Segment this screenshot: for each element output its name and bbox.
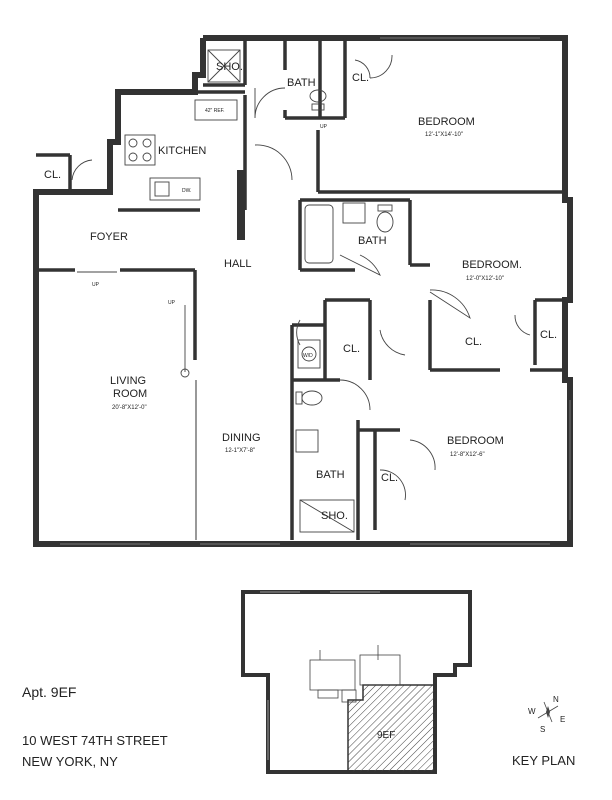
living-room-label: LIVING bbox=[110, 375, 146, 387]
washer-dryer-label: W/D bbox=[303, 353, 313, 359]
foyer-label: FOYER bbox=[90, 231, 128, 243]
bedroom-label: BEDROOM. bbox=[462, 259, 522, 271]
key-plan: 9EF bbox=[241, 590, 472, 774]
bedroom-label: BEDROOM bbox=[447, 435, 504, 447]
room-labels: SHO. BATH CL. BEDROOM 12'-1"X14'-10" 42"… bbox=[44, 61, 557, 522]
living-room-label: ROOM bbox=[113, 388, 147, 400]
key-plan-unit-label: 9EF bbox=[377, 730, 395, 741]
closet-label: CL. bbox=[540, 329, 557, 341]
dining-dimension: 12-1"X7'-8" bbox=[225, 448, 255, 454]
foyer-closet-label: CL. bbox=[44, 169, 61, 181]
unit-9ef-highlight bbox=[347, 684, 436, 773]
closet-label: CL. bbox=[343, 343, 360, 355]
key-plan-title: KEY PLAN bbox=[512, 753, 576, 768]
closet-label: CL. bbox=[381, 472, 398, 484]
kitchen-label: KITCHEN bbox=[158, 145, 206, 157]
up-label: UP bbox=[92, 282, 100, 288]
closet-label: CL. bbox=[465, 336, 482, 348]
up-label: UP bbox=[168, 300, 176, 306]
up-label: UP bbox=[320, 124, 328, 130]
exterior-walls bbox=[33, 35, 573, 547]
address-line-2: NEW YORK, NY bbox=[22, 754, 118, 769]
living-room-dimension: 20'-8"X12'-0" bbox=[112, 405, 147, 411]
wall-column bbox=[237, 170, 245, 240]
bedroom-label: BEDROOM bbox=[418, 116, 475, 128]
compass-rose: N W E S bbox=[528, 695, 565, 734]
address-line-1: 10 WEST 74TH STREET bbox=[22, 733, 168, 748]
bedroom-dimension: 12'-0"X12'-10" bbox=[466, 276, 504, 282]
dining-label: DINING bbox=[222, 432, 261, 444]
dishwasher-label: DW. bbox=[182, 188, 191, 194]
hall-label: HALL bbox=[224, 258, 252, 270]
shower-label: SHO. bbox=[216, 61, 243, 73]
window-marks bbox=[60, 37, 571, 545]
compass-west: W bbox=[528, 707, 536, 716]
bedroom-dimension: 12'-1"X14'-10" bbox=[425, 132, 463, 138]
bedroom-dimension: 12'-8"X12'-6" bbox=[450, 452, 485, 458]
bath-label: BATH bbox=[316, 469, 345, 481]
fixtures bbox=[124, 49, 394, 533]
closet-label: CL. bbox=[352, 72, 369, 84]
compass-east: E bbox=[560, 715, 565, 724]
compass-north: N bbox=[553, 695, 559, 704]
ref-label: 42" REF. bbox=[205, 108, 225, 114]
apartment-number: Apt. 9EF bbox=[22, 684, 77, 700]
bath-label: BATH bbox=[287, 77, 316, 89]
compass-south: S bbox=[540, 725, 545, 734]
shower-label: SHO. bbox=[321, 510, 348, 522]
bath-label: BATH bbox=[358, 235, 387, 247]
door-swings bbox=[71, 54, 531, 501]
